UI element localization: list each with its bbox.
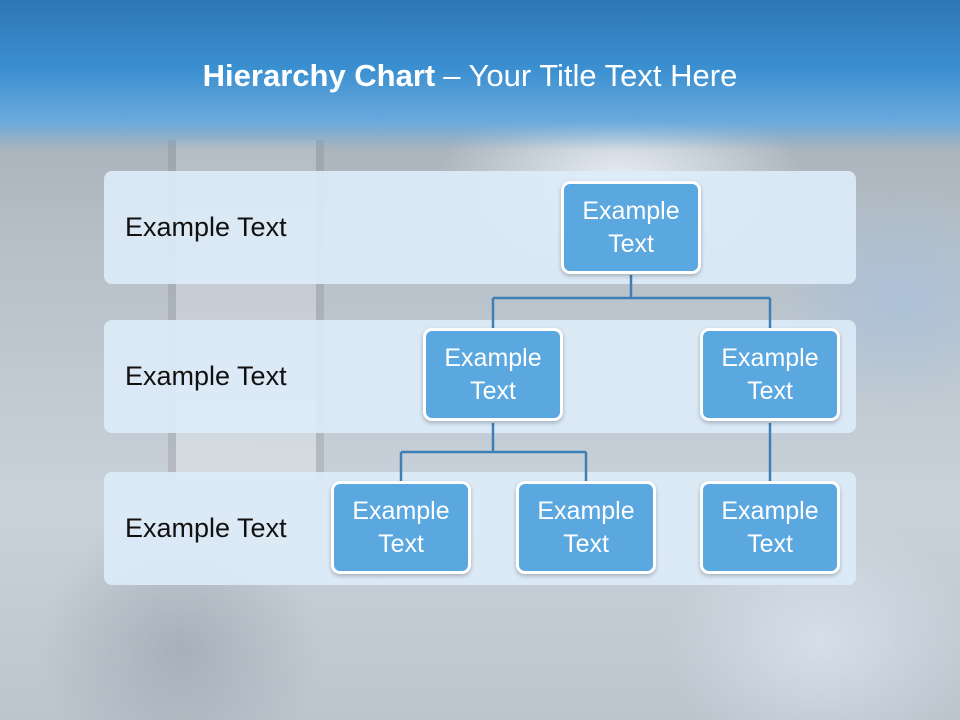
node-text-line1: Example	[582, 196, 680, 225]
node-text-line1: Example	[721, 496, 819, 525]
level-label-1: Example Text	[125, 212, 287, 242]
hierarchy-node-2[interactable]: Example Text	[423, 328, 563, 421]
hierarchy-node-6[interactable]: Example Text	[700, 481, 840, 574]
node-text-line1: Example	[444, 343, 542, 372]
title-bar: Hierarchy Chart–Your Title Text Here	[0, 0, 960, 150]
slide-title: Hierarchy Chart–Your Title Text Here	[0, 56, 940, 96]
hierarchy-node-3[interactable]: Example Text	[700, 328, 840, 421]
node-text-line1: Example	[537, 496, 635, 525]
node-text-line2: Text	[470, 376, 516, 405]
level-label-3: Example Text	[125, 513, 287, 543]
level-band-1: Example Text	[104, 171, 856, 284]
node-text-line2: Text	[608, 229, 654, 258]
hierarchy-node-4[interactable]: Example Text	[331, 481, 471, 574]
hierarchy-node-5[interactable]: Example Text	[516, 481, 656, 574]
title-bold: Hierarchy Chart	[202, 58, 436, 93]
node-text-line2: Text	[563, 529, 609, 558]
node-text-line2: Text	[747, 376, 793, 405]
node-text-line1: Example	[352, 496, 450, 525]
level-label-2: Example Text	[125, 361, 287, 391]
hierarchy-node-root[interactable]: Example Text	[561, 181, 701, 274]
title-rest: Your Title Text Here	[468, 58, 738, 93]
node-text-line1: Example	[721, 343, 819, 372]
title-dash: –	[443, 58, 461, 93]
node-text-line2: Text	[747, 529, 793, 558]
node-text-line2: Text	[378, 529, 424, 558]
